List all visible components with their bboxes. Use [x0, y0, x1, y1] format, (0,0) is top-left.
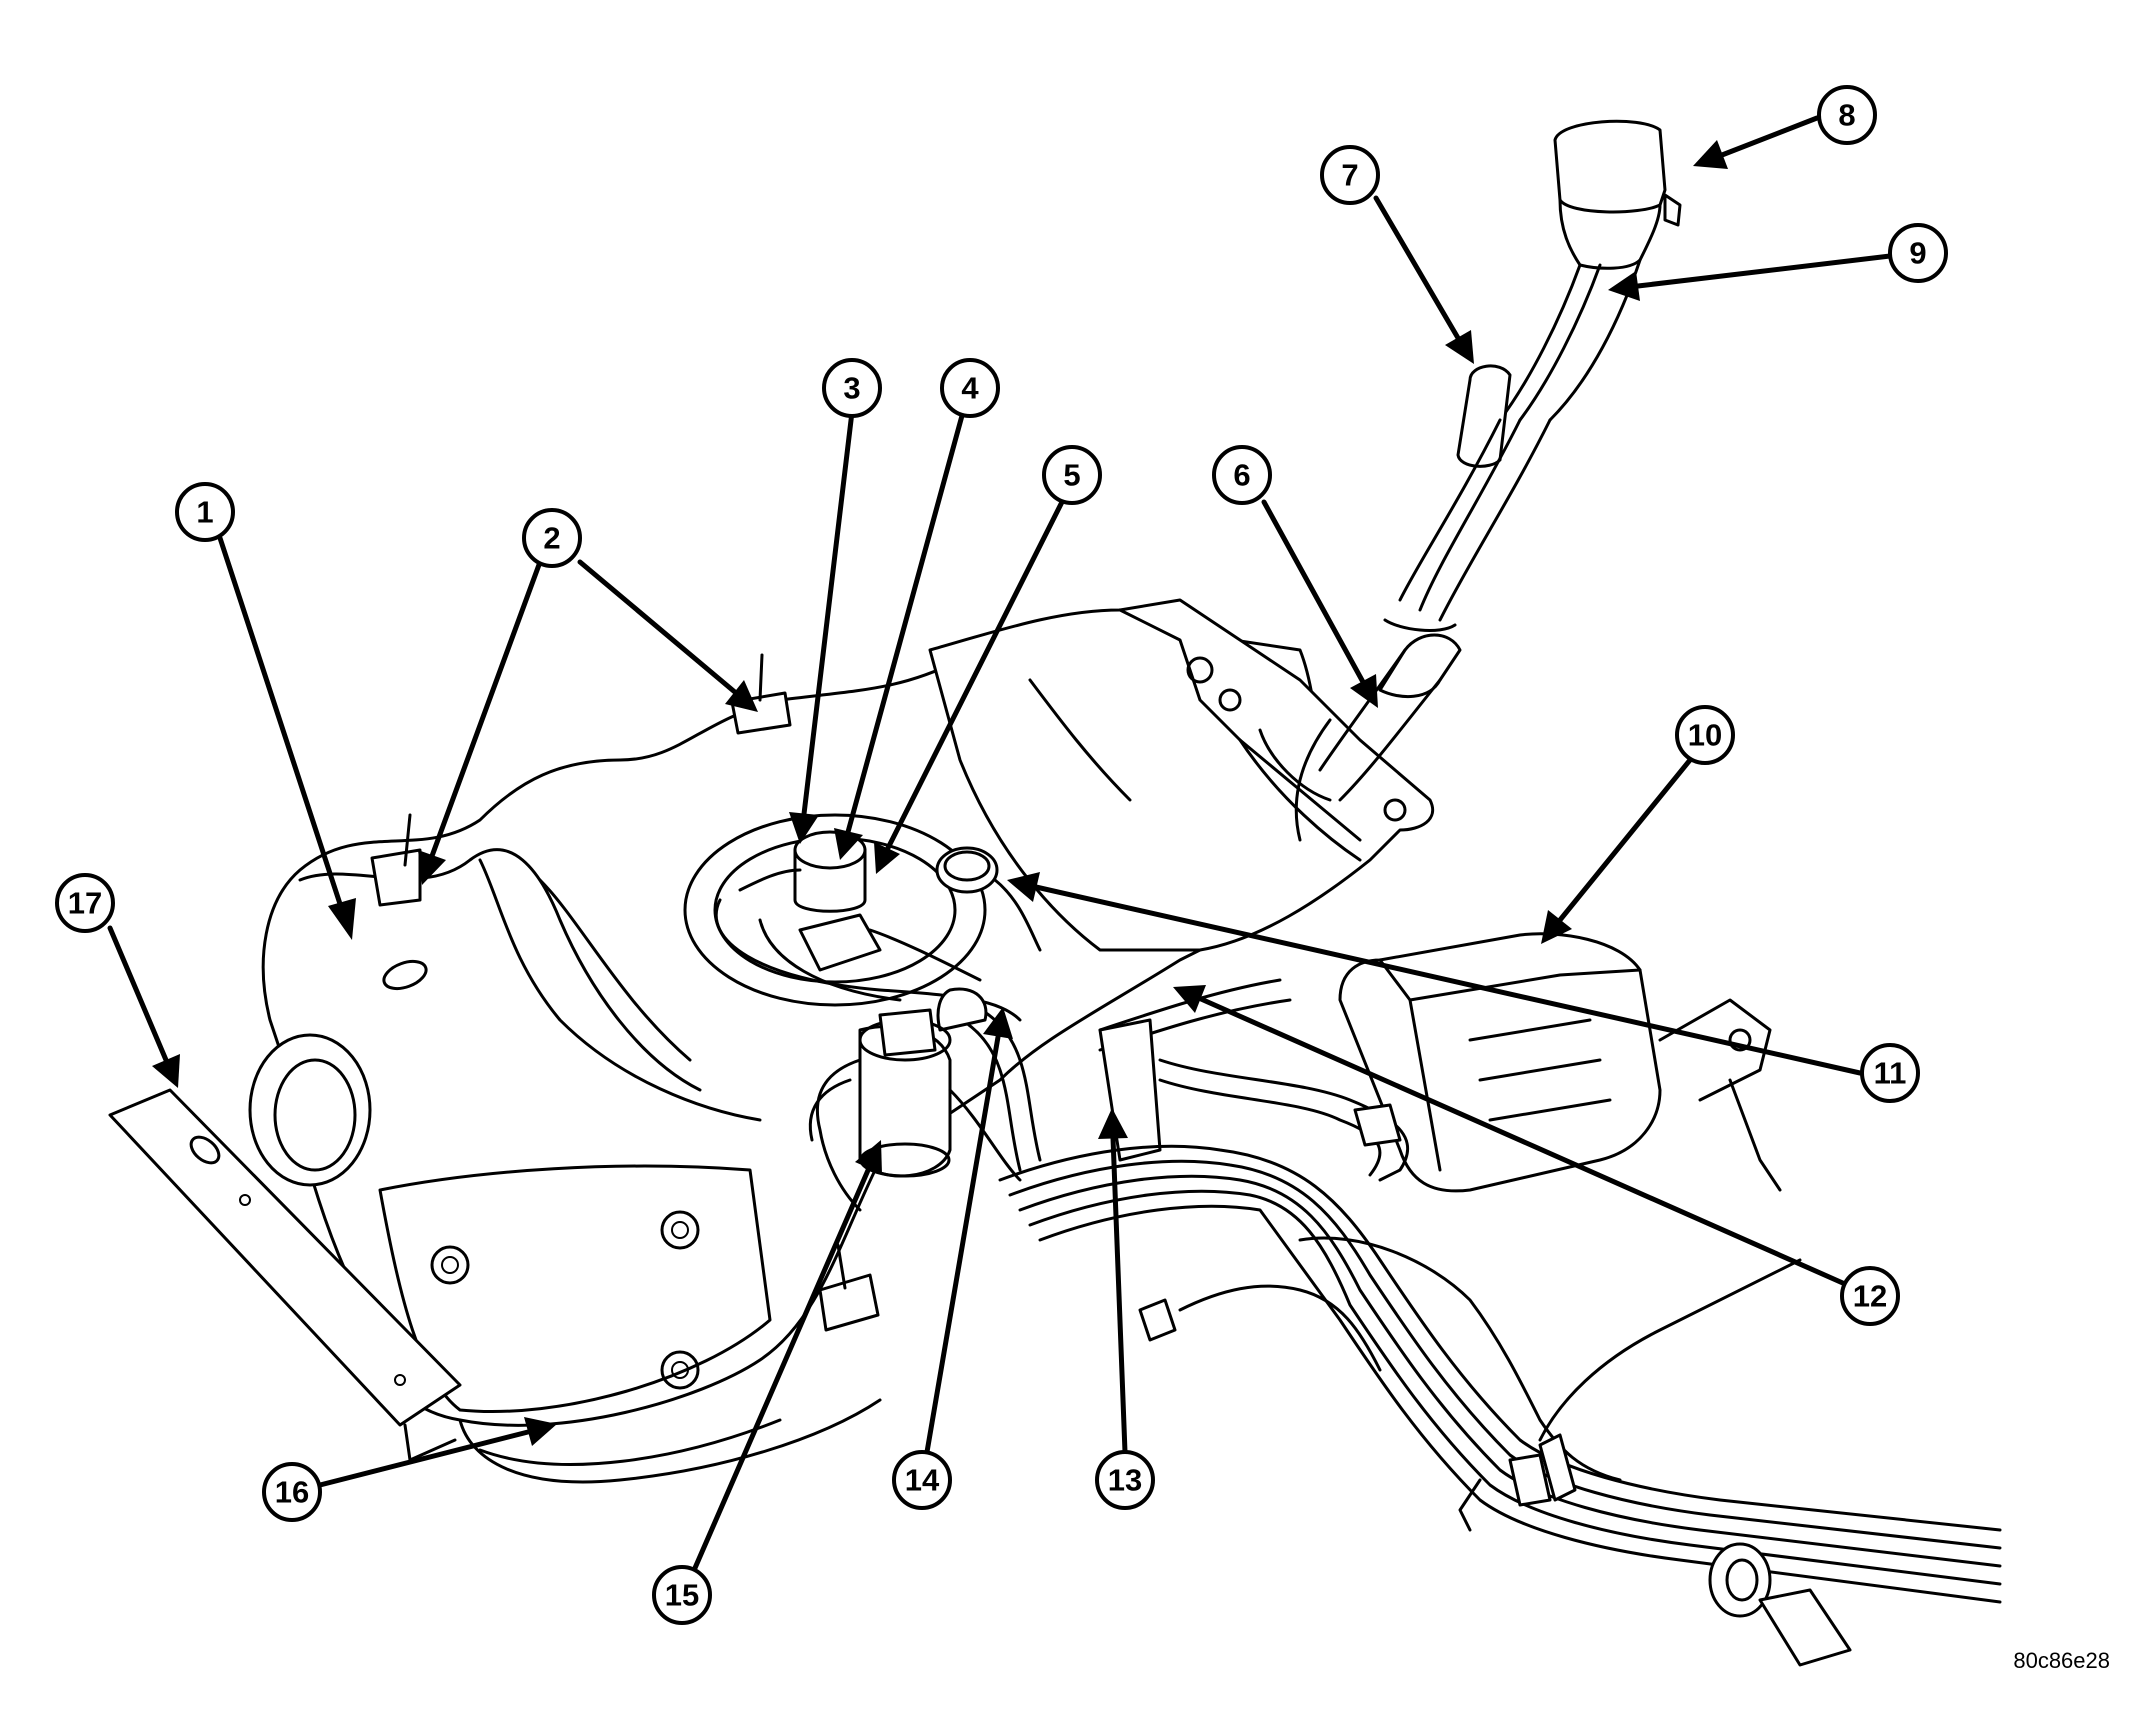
callout-10-label: 10: [1688, 718, 1722, 753]
callout-2-label: 2: [543, 521, 560, 556]
callout-9-label: 9: [1909, 236, 1926, 271]
callout-15: 15: [652, 1565, 712, 1625]
fuel-filler-tube: [1238, 119, 1682, 862]
callout-10: 10: [1675, 705, 1735, 765]
callout-5: 5: [1042, 445, 1102, 505]
callout-1-label: 1: [196, 495, 213, 530]
leader-arrows: [107, 115, 1893, 1571]
callout-4-label: 4: [961, 371, 979, 406]
callout-15-label: 15: [665, 1578, 699, 1613]
callout-13: 13: [1095, 1450, 1155, 1510]
callout-12-label: 12: [1853, 1279, 1887, 1314]
callout-17-label: 17: [68, 886, 102, 921]
callout-12: 12: [1840, 1266, 1900, 1326]
mounting-studs: [370, 653, 880, 1332]
fuel-filter-regulator: [808, 1008, 1022, 1212]
callout-3: 3: [822, 358, 882, 418]
fuel-pump-module: [683, 813, 1022, 1022]
callout-13-label: 13: [1108, 1463, 1142, 1498]
callout-14: 14: [892, 1450, 952, 1510]
callout-1: 1: [175, 482, 235, 542]
callout-9: 9: [1888, 223, 1948, 283]
callout-7: 7: [1320, 145, 1380, 205]
callout-2: 2: [522, 508, 582, 568]
callout-11: 11: [1860, 1043, 1920, 1103]
callout-3-label: 3: [843, 371, 860, 406]
fuel-lines: [998, 1144, 2002, 1667]
vapor-hoses: [936, 978, 1410, 1182]
callout-11-label: 11: [1874, 1056, 1907, 1091]
callout-17: 17: [55, 873, 115, 933]
callout-16-label: 16: [275, 1475, 309, 1510]
rollover-valve: [935, 846, 1042, 952]
callout-6: 6: [1212, 445, 1272, 505]
callout-5-label: 5: [1063, 458, 1080, 493]
callout-8-label: 8: [1838, 98, 1855, 133]
callout-16: 16: [262, 1462, 322, 1522]
evap-canister: [1338, 932, 1782, 1193]
callout-7-label: 7: [1341, 158, 1358, 193]
figure-code: 80c86e28: [2013, 1648, 2110, 1673]
callout-4: 4: [940, 358, 1000, 418]
callout-8: 8: [1817, 85, 1877, 145]
callout-6-label: 6: [1233, 458, 1250, 493]
callout-14-label: 14: [905, 1463, 940, 1498]
tank-upper-rear: [928, 598, 1435, 952]
